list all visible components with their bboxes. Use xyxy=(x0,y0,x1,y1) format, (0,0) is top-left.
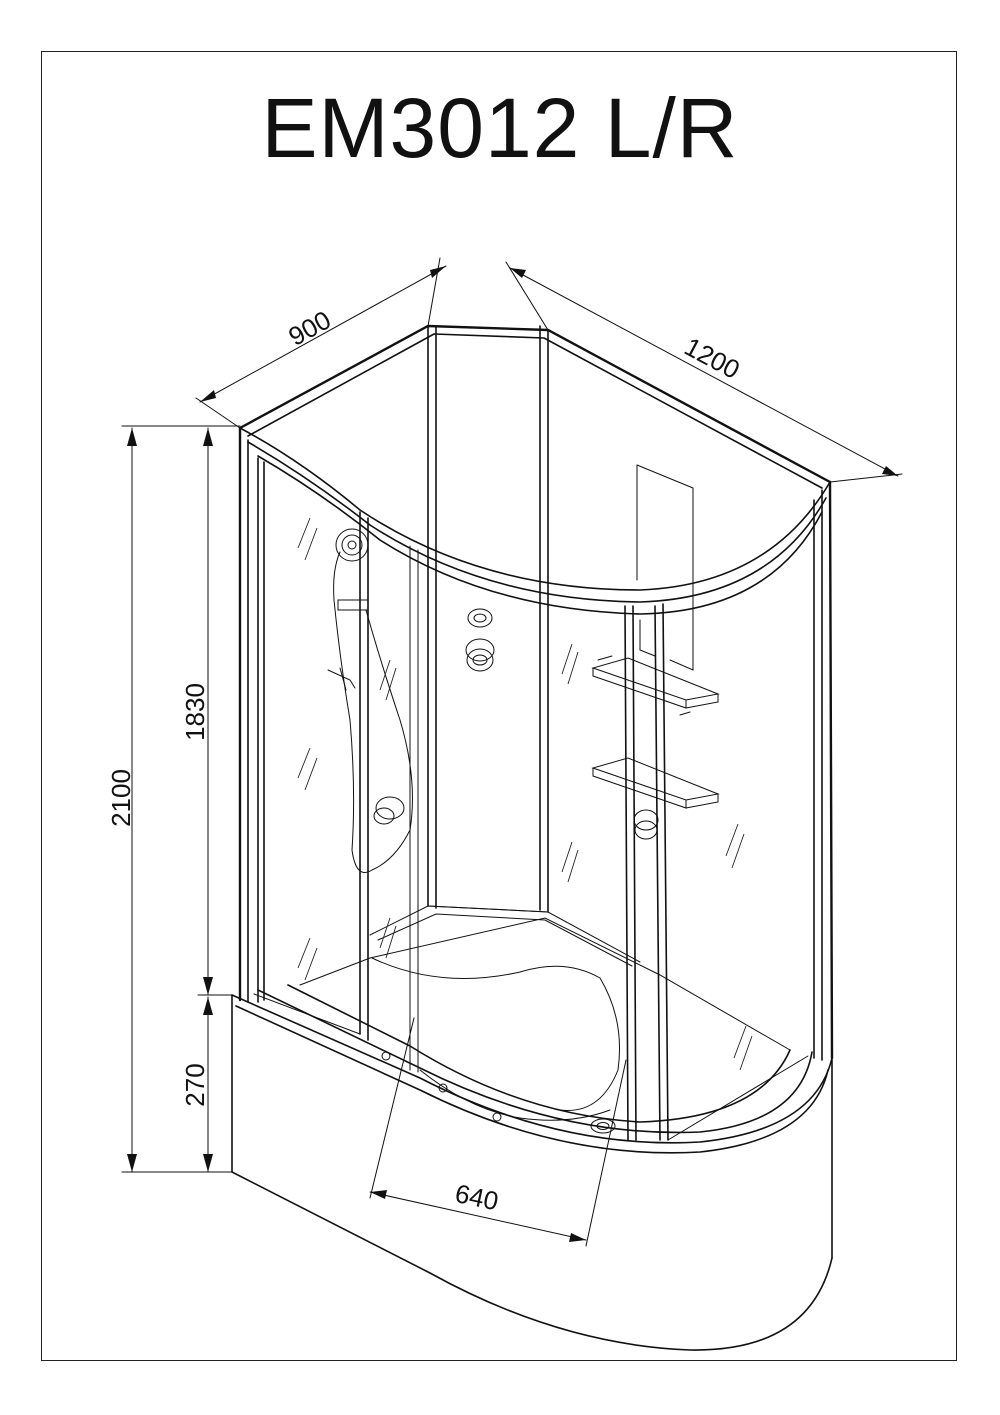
cabin-frame xyxy=(238,324,834,1141)
model-title: EM3012 L/R xyxy=(261,81,739,175)
glass-reflections xyxy=(297,517,753,1071)
hand-shower xyxy=(327,528,413,873)
massage-jets xyxy=(373,608,659,840)
tray-height-dimension-label: 270 xyxy=(180,1063,210,1106)
dimension-lines xyxy=(121,257,903,1247)
shower-tray xyxy=(231,917,833,1351)
glass-shelves xyxy=(591,655,720,809)
total-height-dimension-label: 2100 xyxy=(106,769,136,827)
tray-depth-dimension-label: 640 xyxy=(453,1178,502,1216)
cabin-height-dimension-label: 1830 xyxy=(180,683,210,741)
width-dimension-label: 900 xyxy=(283,304,335,351)
drawing-frame xyxy=(41,51,957,1361)
